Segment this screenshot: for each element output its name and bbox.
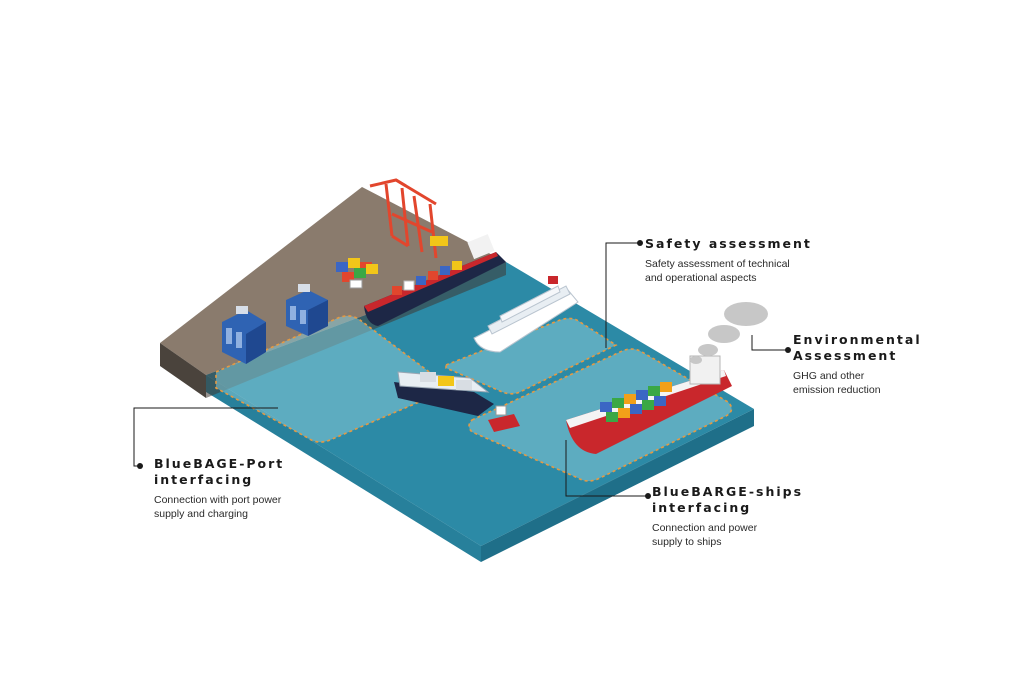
safety-assessment-desc: Safety assessment of technical and opera… — [645, 258, 790, 284]
power-unit-icon — [222, 306, 266, 364]
safety-assessment-label: Safety assessment Safety assessment of t… — [645, 236, 812, 285]
cruise-ship-icon — [473, 276, 579, 353]
port-interfacing-title: BlueBAGE-Port interfacing — [154, 456, 285, 487]
environmental-assessment-title: Environmental Assessment — [793, 332, 922, 363]
port-interfacing-label: BlueBAGE-Port interfacing Connection wit… — [154, 456, 284, 521]
barge-icon — [394, 371, 494, 416]
quay-container-stack — [336, 258, 378, 289]
ships-interfacing-desc: Connection and power supply to ships — [652, 522, 758, 548]
yellow-container — [430, 236, 448, 246]
ships-interfacing-title: BlueBARGE-ships interfacing — [652, 484, 804, 515]
environmental-assessment-label: Environmental Assessment GHG and other e… — [793, 332, 922, 397]
ships-interfacing-label: BlueBARGE-ships interfacing Connection a… — [652, 484, 803, 549]
port-interfacing-desc: Connection with port power supply and ch… — [154, 494, 282, 520]
safety-zone — [445, 317, 618, 395]
safety-assessment-title: Safety assessment — [645, 236, 812, 251]
container-ship-icon — [566, 355, 732, 454]
container-ship-icon — [364, 234, 506, 326]
leader-dots — [137, 240, 791, 499]
power-unit-icon — [286, 284, 328, 336]
gantry-crane-icon — [369, 178, 438, 259]
environmental-assessment-desc: GHG and other emission reduction — [793, 370, 881, 396]
emission-cloud-icon — [690, 302, 768, 364]
tugboat-icon — [488, 405, 520, 432]
